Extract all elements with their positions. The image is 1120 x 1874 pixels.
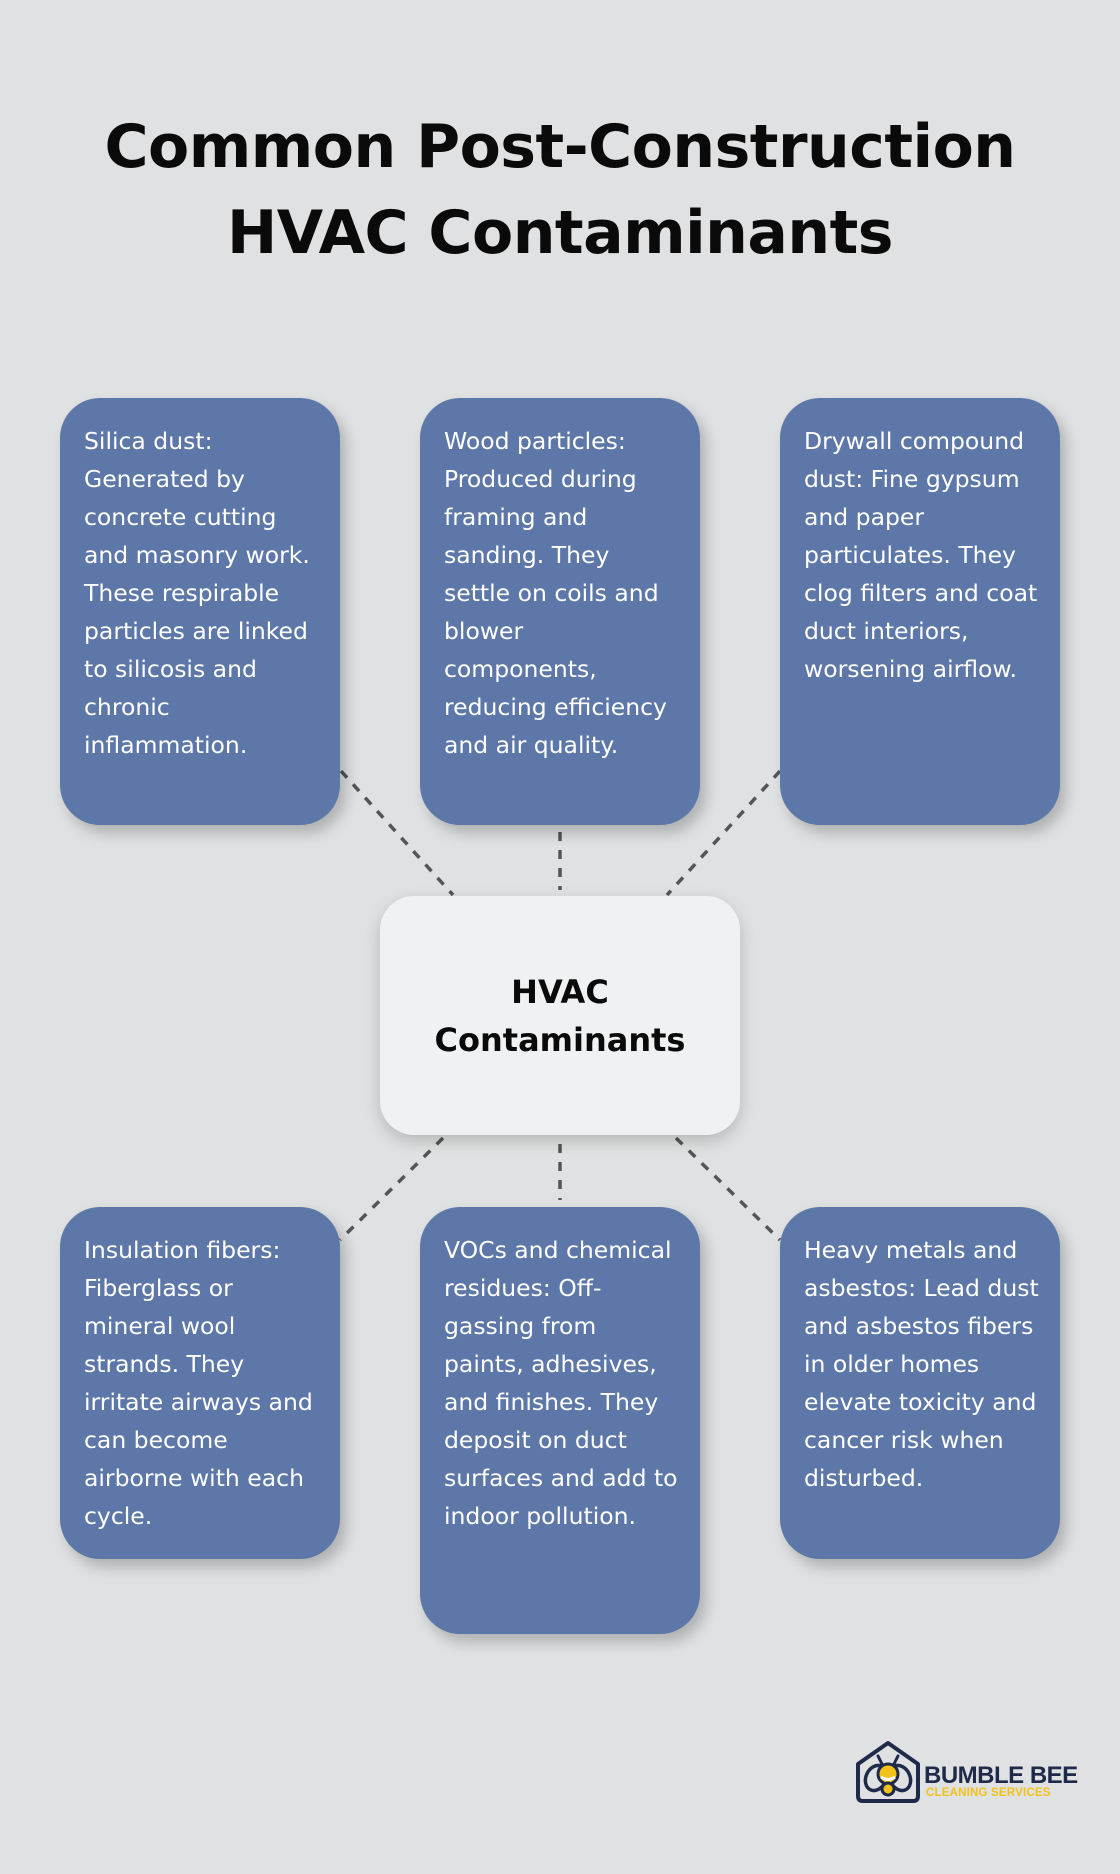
title-line-2: HVAC Contaminants	[227, 198, 893, 268]
title-line-1: Common Post-Construction	[104, 112, 1016, 182]
card-text: Wood particles: Produced during framing …	[444, 427, 667, 759]
connector-bottom-left	[338, 1136, 445, 1242]
card-insulation-fibers: Insulation fibers: Fiberglass or mineral…	[60, 1207, 340, 1559]
card-text: VOCs and chemical residues: Off-gassing …	[444, 1236, 678, 1530]
logo-name: BUMBLE BEE	[924, 1762, 1078, 1789]
page-title: Common Post-Construction HVAC Contaminan…	[0, 104, 1120, 276]
card-heavy-metals: Heavy metals and asbestos: Lead dust and…	[780, 1207, 1060, 1559]
card-text: Heavy metals and asbestos: Lead dust and…	[804, 1236, 1039, 1492]
logo-tagline: CLEANING SERVICES	[926, 1787, 1051, 1799]
connector-bottom-right	[674, 1136, 782, 1242]
bee-house-icon	[856, 1741, 920, 1803]
center-line-1: HVAC	[511, 972, 609, 1011]
logo: BUMBLE BEE CLEANING SERVICES	[852, 1740, 1078, 1804]
card-text: Drywall compound dust: Fine gypsum and p…	[804, 427, 1038, 683]
card-vocs: VOCs and chemical residues: Off-gassing …	[420, 1207, 700, 1634]
card-wood-particles: Wood particles: Produced during framing …	[420, 398, 700, 825]
card-silica-dust: Silica dust: Generated by concrete cutti…	[60, 398, 340, 825]
card-drywall-dust: Drywall compound dust: Fine gypsum and p…	[780, 398, 1060, 825]
center-line-2: Contaminants	[434, 1020, 686, 1059]
center-node: HVAC Contaminants	[380, 896, 740, 1135]
card-text: Insulation fibers: Fiberglass or mineral…	[84, 1236, 313, 1530]
card-text: Silica dust: Generated by concrete cutti…	[84, 427, 310, 759]
